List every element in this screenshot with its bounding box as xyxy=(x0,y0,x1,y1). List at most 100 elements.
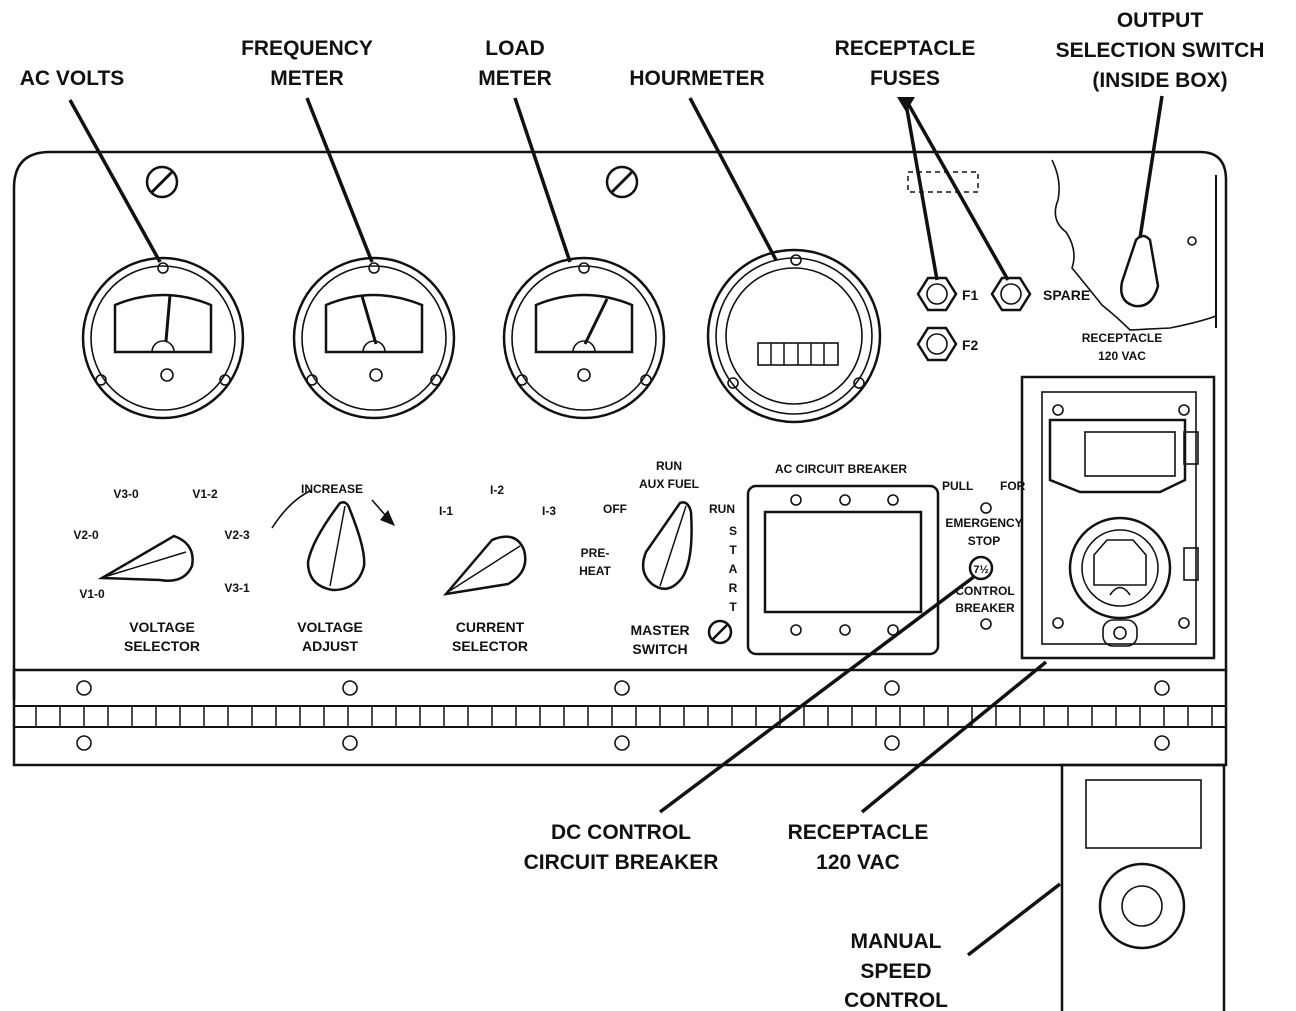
master-switch-run-aux-line1: RUN xyxy=(656,459,682,473)
callout-receptacle-line2: 120 VAC xyxy=(816,851,900,874)
voltage-selector-label-line1: VOLTAGE xyxy=(129,619,195,635)
leader-load-meter xyxy=(513,97,572,263)
voltage-selector-pos-v1-0: V1-0 xyxy=(79,587,105,601)
callout-frequency-meter-line1: FREQUENCY xyxy=(241,37,373,60)
increase-arc xyxy=(271,489,313,529)
ac-circuit-breaker xyxy=(746,484,940,656)
voltage-selector-label-line2: SELECTOR xyxy=(124,638,200,654)
hinge-knuckles xyxy=(35,706,1213,727)
current-selector-pos-i2: I-2 xyxy=(490,483,504,497)
emergency-line3: STOP xyxy=(968,534,1000,548)
current-selector-label-line1: CURRENT xyxy=(456,619,525,635)
master-switch-label-line2: SWITCH xyxy=(632,641,687,657)
hinge-holes xyxy=(76,680,1170,751)
output-selection-switch-knob xyxy=(1120,234,1160,308)
emergency-line2: EMERGENCY xyxy=(945,516,1022,530)
master-switch-run: RUN xyxy=(709,502,735,516)
callout-manual-speed-line3: CONTROL xyxy=(844,989,948,1011)
emergency-pull: PULL xyxy=(942,479,973,493)
load-meter xyxy=(502,256,666,420)
callout-receptacle-line1: RECEPTACLE xyxy=(788,821,929,844)
fuse-spare-label: SPARE xyxy=(1043,287,1090,303)
hourmeter xyxy=(706,248,882,424)
master-switch-run-aux-line2: AUX FUEL xyxy=(639,477,699,491)
control-breaker-rating: 7½ xyxy=(973,564,988,576)
callout-load-meter-line2: METER xyxy=(478,67,552,90)
panel-screw-left xyxy=(145,165,179,199)
voltage-selector-knob xyxy=(97,534,194,582)
leader-receptacle xyxy=(860,660,1048,814)
callout-receptacle-fuses-line1: RECEPTACLE xyxy=(835,37,976,60)
panel-screw-right xyxy=(605,165,639,199)
master-switch-screw xyxy=(707,619,733,645)
callout-output-switch-line1: OUTPUT xyxy=(1117,9,1204,32)
callout-dc-breaker-line1: DC CONTROL xyxy=(551,821,691,844)
callout-load-meter-line1: LOAD xyxy=(485,37,545,60)
fuse-f2-label: F2 xyxy=(962,337,979,353)
manual-speed-control xyxy=(1060,763,1226,1011)
frequency-meter xyxy=(292,256,456,420)
fuse-spare xyxy=(990,276,1032,312)
leader-dc-breaker xyxy=(658,574,977,814)
start-letter-a: A xyxy=(729,562,738,576)
receptacle-panel-label-line2: 120 VAC xyxy=(1098,349,1146,363)
current-selector-knob xyxy=(442,535,527,596)
current-selector-pos-i3: I-3 xyxy=(542,504,556,518)
start-letter-t2: T xyxy=(729,600,737,614)
voltage-adjust-increase: INCREASE xyxy=(301,482,363,496)
control-breaker-line1: CONTROL xyxy=(955,584,1014,598)
receptacle-panel-label-line1: RECEPTACLE xyxy=(1082,331,1162,345)
voltage-adjust-knob xyxy=(306,501,366,592)
leader-hourmeter xyxy=(688,97,778,261)
voltage-selector-pos-v2-0: V2-0 xyxy=(73,528,99,542)
voltage-adjust-label-line2: ADJUST xyxy=(302,638,358,654)
master-switch-preheat-line2: HEAT xyxy=(579,564,611,578)
leader-frequency-meter xyxy=(305,97,374,263)
control-breaker-screw xyxy=(980,618,992,630)
voltage-selector-pos-v1-2: V1-2 xyxy=(192,487,218,501)
fuse-f1 xyxy=(916,276,958,312)
fuse-f1-label: F1 xyxy=(962,287,979,303)
voltage-selector-pos-v2-3: V2-3 xyxy=(224,528,250,542)
master-switch-preheat-line1: PRE- xyxy=(581,546,610,560)
callout-frequency-meter-line2: METER xyxy=(270,67,344,90)
callout-hourmeter: HOURMETER xyxy=(629,67,764,90)
receptacle-120vac xyxy=(1020,375,1216,660)
fuse-f2 xyxy=(916,326,958,362)
emergency-screw-top xyxy=(980,502,992,514)
control-breaker-line2: BREAKER xyxy=(955,601,1015,615)
callout-manual-speed-line1: MANUAL xyxy=(851,930,942,953)
leader-ac-volts xyxy=(68,99,162,263)
load-needle xyxy=(583,298,609,345)
callout-manual-speed-line2: SPEED xyxy=(860,960,931,983)
leader-output-switch xyxy=(1138,95,1164,239)
master-switch-knob xyxy=(641,501,693,591)
callout-output-switch-line2: SELECTION SWITCH xyxy=(1056,39,1265,62)
frequency-needle xyxy=(360,295,378,345)
emergency-for: FOR xyxy=(1000,479,1026,493)
master-switch-label-line1: MASTER xyxy=(630,622,689,638)
leader-manual-speed xyxy=(966,882,1062,957)
leader-fuses-spare xyxy=(903,97,1010,281)
callout-ac-volts: AC VOLTS xyxy=(20,67,125,90)
voltage-selector-pos-v3-1: V3-1 xyxy=(224,581,250,595)
start-letter-s: S xyxy=(729,524,737,538)
current-selector-label-line2: SELECTOR xyxy=(452,638,528,654)
arrowhead-fuses-left xyxy=(897,97,915,112)
output-box-screw xyxy=(1187,236,1197,246)
panel-hinge xyxy=(12,668,1228,767)
callout-receptacle-fuses-line2: FUSES xyxy=(870,67,940,90)
master-switch-off: OFF xyxy=(603,502,627,516)
panel-outline xyxy=(12,150,1228,700)
callout-dc-breaker-line2: CIRCUIT BREAKER xyxy=(524,851,719,874)
increase-arrow xyxy=(371,499,387,517)
leader-fuses-f1 xyxy=(903,97,939,281)
voltage-selector-pos-v3-0: V3-0 xyxy=(113,487,139,501)
current-selector-pos-i1: I-1 xyxy=(439,504,453,518)
ac-circuit-breaker-label: AC CIRCUIT BREAKER xyxy=(775,462,907,476)
voltage-adjust-label-line1: VOLTAGE xyxy=(297,619,363,635)
start-letter-r: R xyxy=(729,581,738,595)
output-box-cutaway xyxy=(1051,159,1217,331)
ac-volts-meter xyxy=(81,256,245,420)
